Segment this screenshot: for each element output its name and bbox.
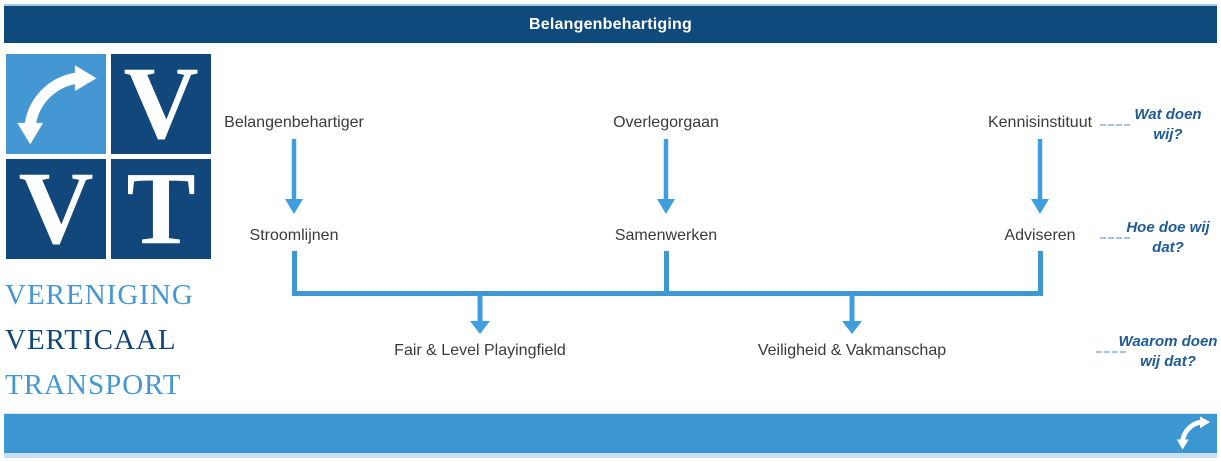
connector-stub <box>292 251 297 291</box>
annotation-waarom-doen-wij-dat: Waarom doen wij dat? <box>1118 333 1218 370</box>
role-overlegorgaan: Overlegorgaan <box>613 114 719 131</box>
role-belangenbehartiger: Belangenbehartiger <box>224 114 364 131</box>
footer-bar <box>4 413 1217 453</box>
logo-quadrant-v1: V <box>111 54 211 154</box>
logo-quadrant-arrow <box>6 54 106 154</box>
annotation-hoe-doe-wij-dat: Hoe doe wij dat? <box>1126 219 1210 256</box>
wordmark-verticaal: VERTICAAL <box>5 324 177 356</box>
wordmark-vereniging: VERENIGING <box>5 279 194 311</box>
connector-stub <box>664 251 669 291</box>
connector-horizontal-line <box>292 291 1043 296</box>
page-title: Belangenbehartiging <box>529 15 692 33</box>
logo-quadrant-t: T <box>111 159 211 259</box>
down-arrow-icon <box>1031 139 1049 214</box>
outcome-fair-level-playingfield: Fair & Level Playingfield <box>394 342 566 359</box>
action-samenwerken: Samenwerken <box>614 227 718 244</box>
curved-arrow-icon <box>17 65 97 145</box>
down-arrow-icon <box>842 295 862 334</box>
logo-letter: V <box>18 159 94 259</box>
connector-stub <box>1038 251 1043 291</box>
footer-strip <box>4 453 1217 458</box>
down-arrow-icon <box>470 295 490 334</box>
action-adviseren: Adviseren <box>1004 227 1076 244</box>
down-arrow-icon <box>657 139 675 214</box>
outcome-veiligheid-vakmanschap: Veiligheid & Vakmanschap <box>757 342 947 359</box>
role-kennisinstituut: Kennisinstituut <box>987 114 1093 131</box>
down-arrow-icon <box>285 139 303 214</box>
logo-quadrant-v2: V <box>6 159 106 259</box>
curved-arrow-icon <box>1176 416 1211 450</box>
wordmark-transport: TRANSPORT <box>5 369 182 401</box>
header-bar: Belangenbehartiging <box>4 4 1217 43</box>
logo-letter: T <box>126 159 196 259</box>
dashed-connector <box>1100 124 1130 126</box>
logo-letter: V <box>123 54 199 154</box>
dashed-connector <box>1096 351 1126 353</box>
annotation-wat-doen-wij: Wat doen wij? <box>1134 106 1202 143</box>
action-stroomlijnen: Stroomlijnen <box>249 227 339 244</box>
dashed-connector <box>1100 237 1130 239</box>
